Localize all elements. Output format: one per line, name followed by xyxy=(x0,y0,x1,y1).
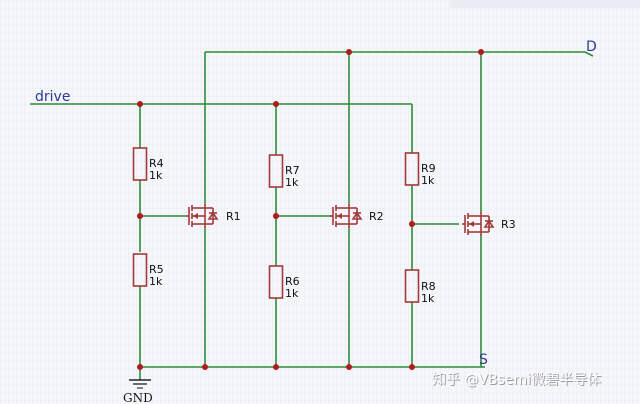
net-label-ground: GND xyxy=(123,391,153,404)
resistors xyxy=(132,147,420,303)
r8-ref: R8 xyxy=(421,280,436,293)
net-label-drain: D xyxy=(586,39,597,55)
r8-value: 1k xyxy=(421,292,435,305)
r5-ref: R5 xyxy=(149,263,164,276)
r7-value: 1k xyxy=(285,176,299,189)
sheet-border-strip xyxy=(450,0,640,8)
mosfet-q3[interactable] xyxy=(462,212,495,236)
wire-drain-rail xyxy=(205,51,594,57)
r9-ref: R9 xyxy=(421,162,436,175)
resistor-r7[interactable] xyxy=(268,154,284,188)
q2-ref: R2 xyxy=(369,210,384,223)
wires xyxy=(30,51,594,380)
junctions xyxy=(137,49,484,370)
resistor-r9[interactable] xyxy=(404,152,420,186)
resistor-r8[interactable] xyxy=(404,269,420,303)
watermark-text: 知乎 @VBsemi微碧半导体 xyxy=(432,371,601,388)
r7-ref: R7 xyxy=(285,164,300,177)
mosfet-q2[interactable] xyxy=(330,204,363,228)
resistor-r6[interactable] xyxy=(268,265,284,299)
r6-value: 1k xyxy=(285,287,299,300)
resistor-r4[interactable] xyxy=(132,147,148,181)
q3-ref: R3 xyxy=(501,218,516,231)
ground-symbol xyxy=(129,379,151,389)
r4-ref: R4 xyxy=(149,157,164,170)
r5-value: 1k xyxy=(149,275,163,288)
resistor-r5[interactable] xyxy=(132,253,148,287)
q1-ref: R1 xyxy=(226,210,241,223)
r4-value: 1k xyxy=(149,169,163,182)
net-label-source: S xyxy=(479,352,488,368)
r9-value: 1k xyxy=(421,174,435,187)
mosfet-q1[interactable] xyxy=(186,204,219,228)
watermark-shadow: 知乎 @VBsemi微碧半导体 xyxy=(433,372,602,389)
net-label-drive: drive xyxy=(35,89,70,105)
r6-ref: R6 xyxy=(285,275,300,288)
